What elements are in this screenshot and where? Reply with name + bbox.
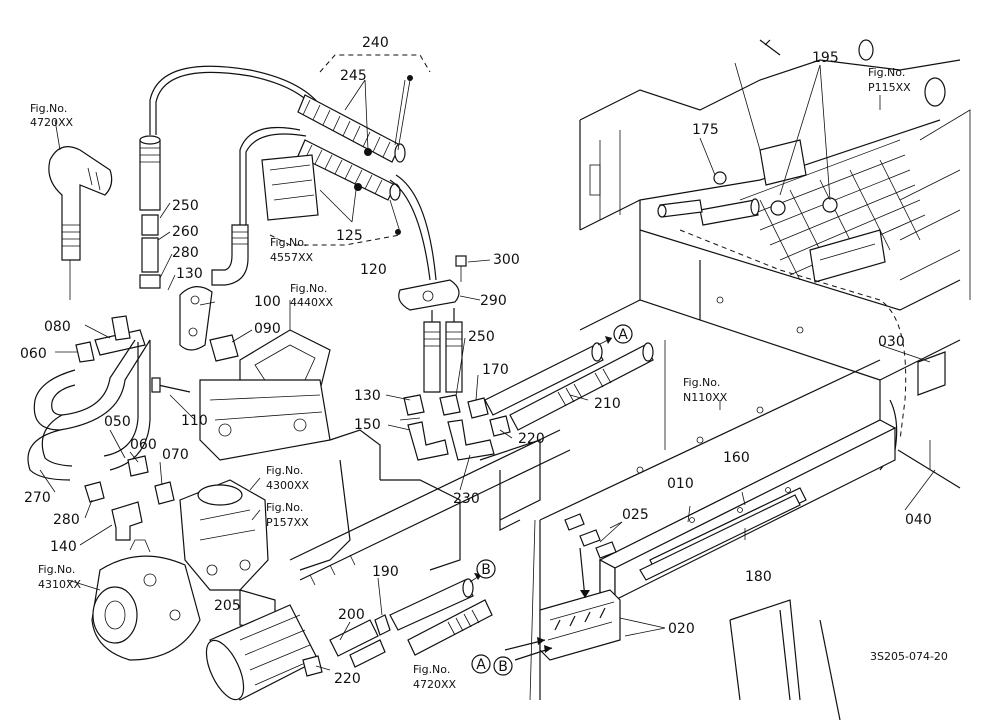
part-label: 150	[354, 417, 381, 433]
part-label: 290	[480, 293, 507, 309]
part-label: 170	[482, 362, 509, 378]
part-label: 220	[518, 431, 545, 447]
part-label: 030	[878, 334, 905, 350]
part-label: 210	[594, 396, 621, 412]
fig-ref-line1: Fig.No.	[30, 102, 67, 115]
part-label: 250	[468, 329, 495, 345]
part-label: 130	[176, 266, 203, 282]
figure-references: Fig.No. 4720XX Fig.No. 4557XX Fig.No. 44…	[30, 66, 911, 691]
fig-ref-line2: 4300XX	[266, 479, 310, 492]
part-label: 245	[340, 68, 367, 84]
fig-ref-line1: Fig.No.	[266, 501, 303, 514]
part-label: 050	[104, 414, 131, 430]
part-label: 125	[336, 228, 363, 244]
connector-b1: B	[481, 562, 491, 578]
connector-circle-b1	[476, 559, 496, 579]
part-label: 250	[172, 198, 199, 214]
fig-ref-line2: 4720XX	[30, 116, 74, 129]
part-label: 020	[668, 621, 695, 637]
connector-a1: A	[618, 327, 628, 343]
fig-ref-line1: Fig.No.	[683, 376, 720, 389]
part-label: 230	[453, 491, 480, 507]
drawing-code: 3S205-074-20	[870, 650, 948, 663]
connector-circle-b2	[493, 656, 513, 676]
part-label: 270	[24, 490, 51, 506]
part-label: 100	[254, 294, 281, 310]
part-label: 110	[181, 413, 208, 429]
group-brackets	[269, 54, 431, 246]
part-label: 180	[745, 569, 772, 585]
part-label: 240	[362, 35, 389, 51]
part-label: 160	[723, 450, 750, 466]
fig-ref-line2: N110XX	[683, 391, 728, 404]
part-label: 080	[44, 319, 71, 335]
fig-ref-line2: 4720XX	[413, 678, 457, 691]
fig-ref-line1: Fig.No.	[868, 66, 905, 79]
part-label: 060	[130, 437, 157, 453]
part-label: 220	[334, 671, 361, 687]
part-label: 010	[667, 476, 694, 492]
part-label: 175	[692, 122, 719, 138]
fig-ref-line2: 4557XX	[270, 251, 314, 264]
part-label: 260	[172, 224, 199, 240]
part-label: 090	[254, 321, 281, 337]
fig-ref-line2: 4440XX	[290, 296, 334, 309]
center-hose-system	[289, 255, 666, 701]
fig-ref-line2: P157XX	[266, 516, 309, 529]
part-label: 280	[53, 512, 80, 528]
part-label: 300	[493, 252, 520, 268]
fig-ref-line1: Fig.No.	[266, 464, 303, 477]
hose-group-245	[149, 65, 437, 281]
connector-circle-a2	[471, 654, 491, 674]
part-label: 120	[360, 262, 387, 278]
part-label: 070	[162, 447, 189, 463]
fig-ref-line1: Fig.No.	[270, 236, 307, 249]
leader-lines	[39, 62, 936, 671]
connector-b2: B	[498, 659, 508, 675]
part-label: 060	[20, 346, 47, 362]
part-label: 025	[622, 507, 649, 523]
fig-ref-line2: 4310XX	[38, 578, 82, 591]
left-hose-system	[27, 135, 331, 701]
part-label: 200	[338, 607, 365, 623]
part-label: 140	[50, 539, 77, 555]
part-label: 205	[214, 598, 241, 614]
part-label: 040	[905, 512, 932, 528]
fig-ref-line1: Fig.No.	[290, 282, 327, 295]
engine-frame-drawing	[539, 39, 971, 721]
part-labels: 240 245 195 175 250 260 280 130 125 120 …	[20, 35, 932, 687]
connector-a2: A	[476, 657, 486, 673]
part-label: 130	[354, 388, 381, 404]
fig-ref-line1: Fig.No.	[38, 563, 75, 576]
cover-panels	[539, 419, 897, 661]
connector-circle-a1	[613, 324, 633, 344]
part-label: 280	[172, 245, 199, 261]
part-label: 190	[372, 564, 399, 580]
fig-ref-line1: Fig.No.	[413, 663, 450, 676]
connector-markers: A B A B	[471, 324, 633, 676]
fig-ref-line2: P115XX	[868, 81, 911, 94]
part-label: 195	[812, 50, 839, 66]
